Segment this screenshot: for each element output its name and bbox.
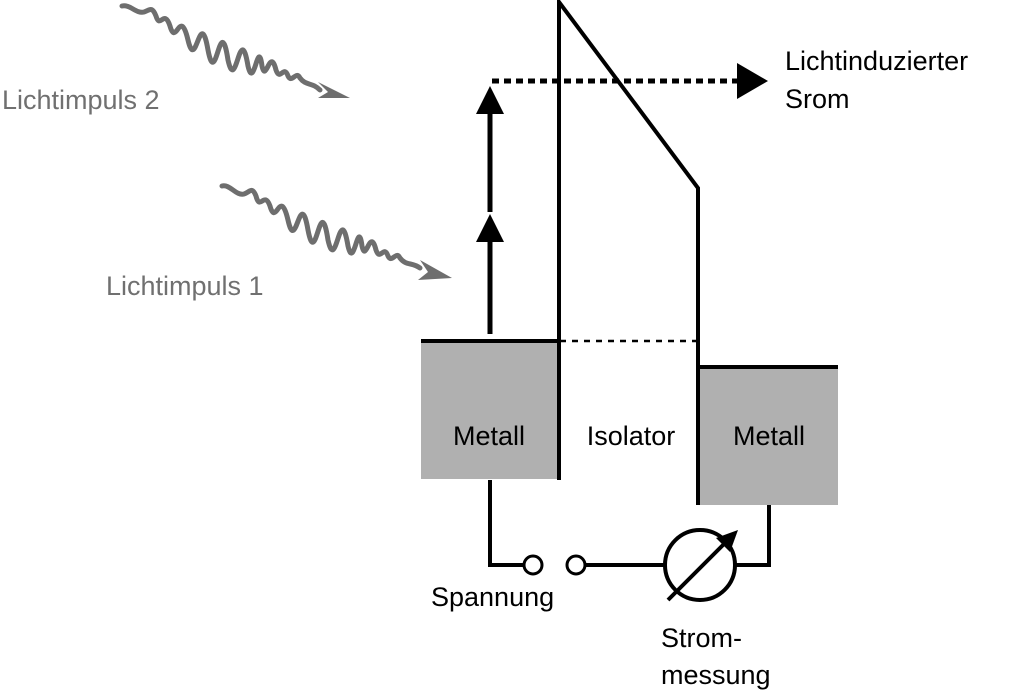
arrowhead-right-icon [737, 63, 768, 99]
measurement-circuit: Spannung Strom- messung [431, 480, 771, 690]
light-pulse-wave-icon [119, 3, 323, 93]
light-pulse-arrowhead-icon [418, 260, 452, 280]
photocurrent-label-line1: Lichtinduzierter [785, 46, 968, 76]
left-metal-electrode: Metall [421, 339, 558, 479]
voltage-label: Spannung [431, 582, 554, 612]
light-pulse-1: Lichtimpuls 1 [106, 183, 452, 301]
right-metal-block [699, 367, 838, 505]
light-pulse-arrowhead-icon [318, 82, 350, 98]
left-metal-block [421, 341, 558, 479]
photocurrent-label-line2: Srom [785, 84, 850, 114]
insulator-label: Isolator [587, 421, 676, 451]
circuit-wire-left [488, 480, 524, 567]
voltage-terminals-icon [522, 554, 587, 576]
right-metal-label: Metall [733, 421, 805, 451]
light-pulse-2: Lichtimpuls 2 [2, 3, 350, 115]
barrier-outline [557, 0, 700, 505]
left-metal-label: Metall [453, 421, 525, 451]
insulator-barrier: Isolator [557, 0, 700, 505]
right-metal-electrode: Metall [699, 365, 838, 505]
ammeter-icon [663, 528, 738, 602]
photon-excitation-arrows [476, 86, 504, 334]
light-pulse-wave-icon [219, 183, 423, 271]
current-measurement-label-line1: Strom- [661, 623, 742, 653]
arrow-up-icon [476, 86, 504, 114]
circuit-wire-right [735, 505, 771, 567]
current-measurement-label-line2: messung [661, 660, 771, 690]
arrow-up-icon [476, 214, 504, 242]
pulse-2-label: Lichtimpuls 2 [2, 85, 160, 115]
pulse-1-label: Lichtimpuls 1 [106, 271, 264, 301]
photocurrent-output: Lichtinduzierter Srom [492, 46, 968, 114]
